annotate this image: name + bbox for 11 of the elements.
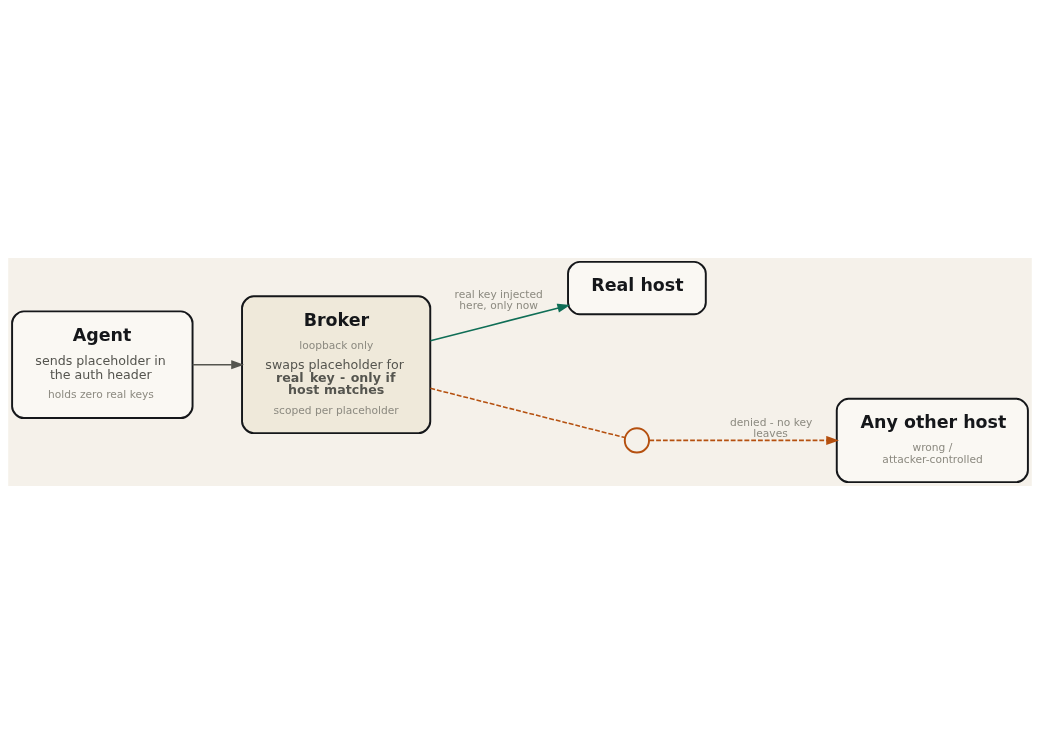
node-box: Any other host wrong / attacker-controlled: [835, 397, 1029, 484]
arrow: [191, 360, 245, 370]
node-circle: [623, 427, 650, 454]
edge-label: real key injected here, only now: [454, 287, 543, 313]
connector: [429, 387, 626, 439]
node-box: Real host: [567, 260, 707, 316]
node-box: Broker loopback only swaps placeholder for real key - only if host matches scoped per placeholder: [241, 295, 432, 435]
arrow: [648, 435, 840, 445]
edge-label: denied - no key leaves: [730, 415, 813, 441]
arrow: [429, 303, 571, 342]
node-box: Agent sends placeholder in the auth header holds zero real keys: [11, 310, 194, 420]
